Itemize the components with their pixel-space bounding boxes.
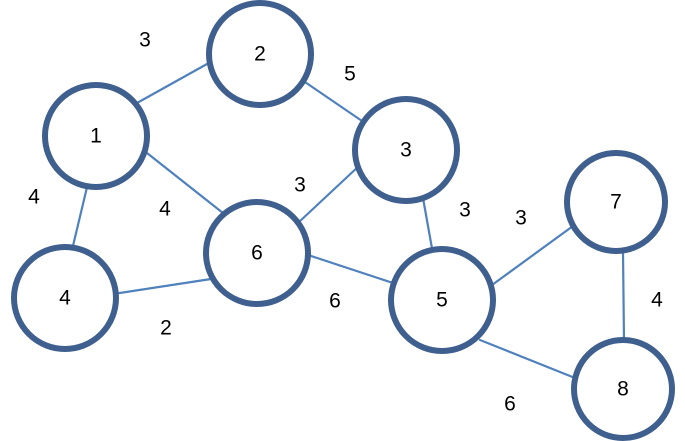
weight-label-6-5: 6: [329, 290, 341, 313]
weight-label-3-6: 3: [294, 174, 306, 197]
edge-3-5: [421, 196, 435, 256]
node-4: 4: [11, 244, 119, 352]
weight-label-4-6: 2: [160, 317, 172, 340]
node-7-circle: [564, 150, 668, 254]
node-5: 5: [388, 246, 496, 354]
edge-5-7: [490, 224, 575, 287]
node-8-circle: [571, 337, 675, 441]
edge-4-6: [111, 277, 213, 296]
node-7-label: 7: [610, 191, 622, 214]
node-3-circle: [352, 96, 460, 204]
edge-1-6: [145, 151, 230, 219]
weight-label-7-8: 4: [651, 289, 663, 312]
edge-6-5: [306, 253, 395, 285]
edge-1-2: [135, 62, 209, 105]
node-1-label: 1: [90, 125, 102, 148]
edge-weights: 3 5 4 4 2 3 3 6 3 4 6: [28, 29, 663, 416]
node-6-label: 6: [251, 242, 263, 265]
node-3-label: 3: [400, 139, 412, 162]
edge-1-4: [70, 181, 90, 252]
weight-label-1-6: 4: [159, 198, 171, 221]
node-2-circle: [206, 0, 314, 108]
weight-label-3-5: 3: [459, 199, 471, 222]
node-8: 8: [571, 337, 675, 441]
edge-7-8: [621, 250, 626, 343]
edges: [70, 62, 626, 380]
node-6: 6: [203, 199, 311, 307]
weight-label-5-7: 3: [515, 207, 527, 230]
node-5-circle: [388, 246, 496, 354]
node-2: 2: [206, 0, 314, 108]
weight-label-1-2: 3: [139, 29, 151, 52]
node-6-circle: [203, 199, 311, 307]
node-1: 1: [42, 82, 150, 190]
node-8-label: 8: [617, 378, 629, 401]
node-5-label: 5: [436, 289, 448, 312]
node-7: 7: [564, 150, 668, 254]
weight-label-1-4: 4: [28, 186, 40, 209]
weight-label-5-8: 6: [504, 393, 516, 416]
edge-3-6: [297, 163, 362, 224]
edge-5-8: [478, 338, 577, 380]
node-1-circle: [42, 82, 150, 190]
weight-label-2-3: 5: [344, 63, 356, 86]
node-4-label: 4: [59, 287, 71, 310]
edge-2-3: [300, 78, 364, 123]
node-2-label: 2: [254, 43, 266, 66]
nodes: 1 2 3 4 5 6 7 8: [11, 0, 675, 441]
node-3: 3: [352, 96, 460, 204]
node-4-circle: [11, 244, 119, 352]
